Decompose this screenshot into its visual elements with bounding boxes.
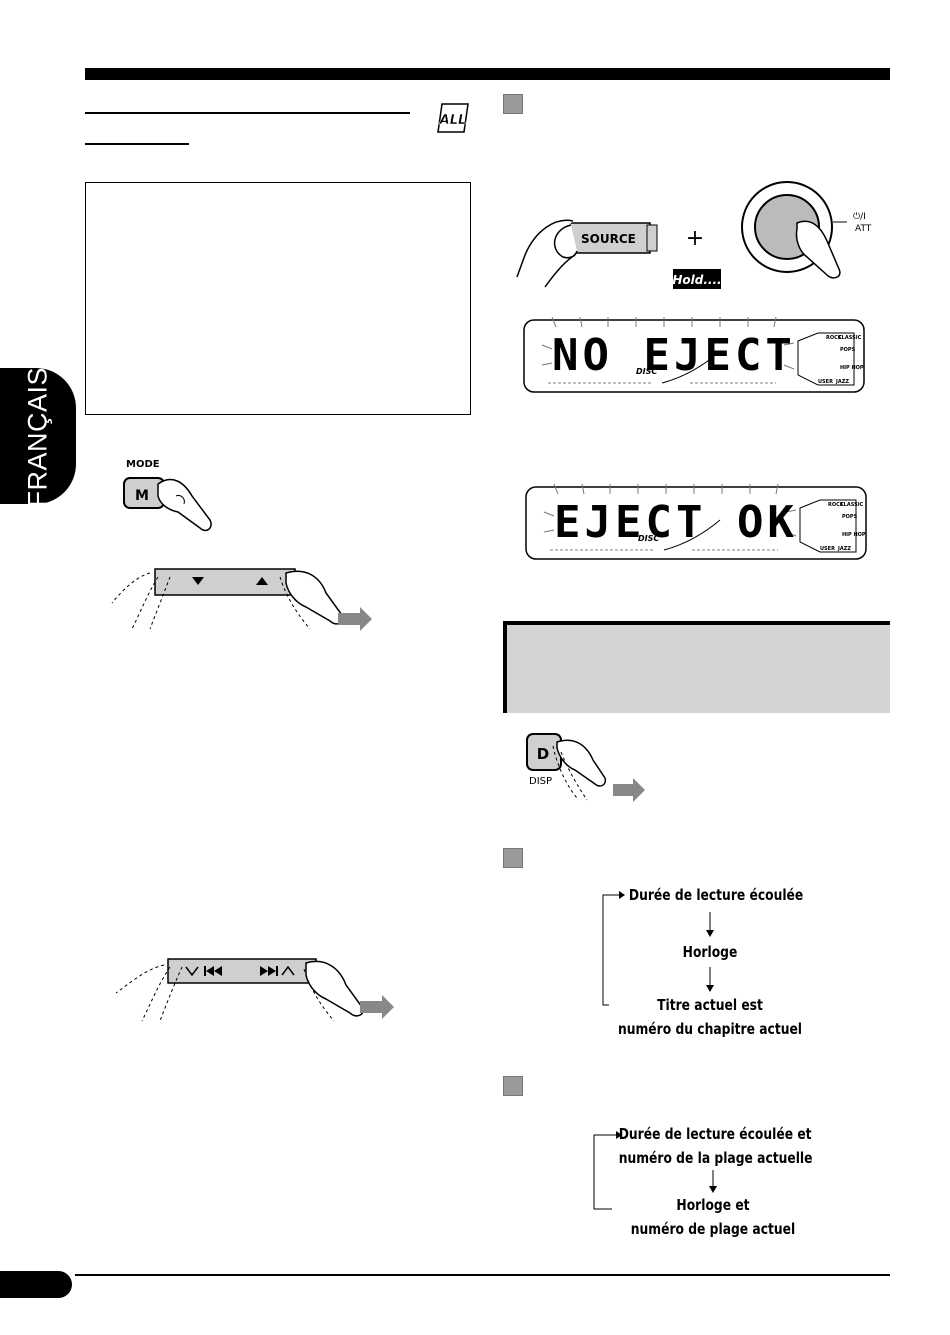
display-text: NO EJECT xyxy=(552,330,796,381)
flow1-item-elapsed: Durée de lecture écoulée xyxy=(628,886,804,904)
step-marker-2 xyxy=(503,848,523,868)
flow2-item-elapsed: Durée de lecture écoulée et xyxy=(618,1125,812,1143)
svg-text:POPS: POPS xyxy=(840,347,856,353)
svg-text:ROCK: ROCK xyxy=(826,335,843,341)
page-number-tab xyxy=(0,1271,72,1298)
down-arrow-icon xyxy=(192,577,204,585)
svg-text:JAZZ: JAZZ xyxy=(835,379,849,385)
svg-text:JAZZ: JAZZ xyxy=(837,546,851,552)
skip-buttons-illustration xyxy=(115,958,394,1022)
hold-label: Hold.... xyxy=(672,273,721,287)
section-header-box xyxy=(503,621,890,713)
svg-text:HIP HOP: HIP HOP xyxy=(840,365,864,371)
flow2-item-clock: Horloge et xyxy=(676,1196,750,1214)
next-track-icon xyxy=(260,966,278,976)
chevron-down-icon xyxy=(185,966,199,977)
flow-arrow-down-icon-2 xyxy=(706,967,714,992)
heading-underline-short xyxy=(85,143,189,145)
svg-text:USER: USER xyxy=(818,379,833,385)
display-text-2: EJECT OK xyxy=(554,497,798,548)
bottom-rule xyxy=(75,1274,890,1276)
svg-text:HIP HOP: HIP HOP xyxy=(842,532,866,538)
flow-arrow-down-icon-3 xyxy=(709,1170,717,1193)
previous-track-icon xyxy=(204,966,222,976)
disp-label: DISP xyxy=(529,776,552,787)
disp-button-illustration: D DISP xyxy=(526,733,645,802)
display-eject-ok: EJECT OK DISC ROCK CLASSIC POPS HIP HOP … xyxy=(525,483,867,560)
top-rule xyxy=(85,68,890,80)
source-button[interactable]: SOURCE xyxy=(581,232,636,246)
svg-text:ALL: ALL xyxy=(439,113,467,128)
up-arrow-icon xyxy=(256,577,268,585)
plus-sign: + xyxy=(686,226,704,251)
power-label: ⏻/I xyxy=(853,211,866,222)
att-label: ATT xyxy=(855,224,872,234)
source-plus-knob-illustration: SOURCE + Hold.... ⏻/I ATT xyxy=(516,181,872,289)
display-no-eject: NO EJECT DISC ROCK CLASSIC POPS HIP HOP … xyxy=(523,316,865,393)
flow1-loop-line xyxy=(602,891,625,1006)
mode-button-illustration: M xyxy=(123,477,212,532)
flow2-item-track-number: numéro de plage actuel xyxy=(630,1220,796,1238)
svg-text:USER: USER xyxy=(820,546,835,552)
flow-arrow-down-icon xyxy=(706,912,714,937)
svg-text:ROCK: ROCK xyxy=(828,502,845,508)
flow2-item-track: numéro de la plage actuelle xyxy=(618,1149,813,1167)
flow1-item-clock: Horloge xyxy=(682,943,738,961)
all-badge-icon: ALL xyxy=(437,103,469,133)
svg-text:D: D xyxy=(537,745,549,763)
chevron-up-icon xyxy=(281,965,295,976)
language-tab: FRANÇAIS xyxy=(0,367,76,508)
disc-indicator-2: DISC xyxy=(638,534,659,543)
info-box xyxy=(85,182,471,415)
step-marker-1 xyxy=(503,94,523,114)
svg-text:POPS: POPS xyxy=(842,514,858,520)
svg-text:CLASSIC: CLASSIC xyxy=(838,335,862,341)
up-down-buttons-illustration xyxy=(111,568,372,631)
arrow-right-icon-3 xyxy=(613,778,645,802)
heading-underline xyxy=(85,112,410,114)
language-tab-label: FRANÇAIS xyxy=(22,366,53,508)
mode-label: MODE xyxy=(126,459,160,470)
disc-indicator: DISC xyxy=(636,367,657,376)
flow1-item-chapter: numéro du chapitre actuel xyxy=(617,1020,803,1038)
arrow-right-icon-2 xyxy=(360,995,394,1019)
svg-text:M: M xyxy=(135,488,149,504)
step-marker-3 xyxy=(503,1076,523,1096)
arrow-right-icon xyxy=(338,607,372,631)
svg-text:CLASSIC: CLASSIC xyxy=(840,502,864,508)
flow2-loop-line xyxy=(593,1131,622,1210)
flow1-item-title: Titre actuel est xyxy=(657,996,763,1014)
